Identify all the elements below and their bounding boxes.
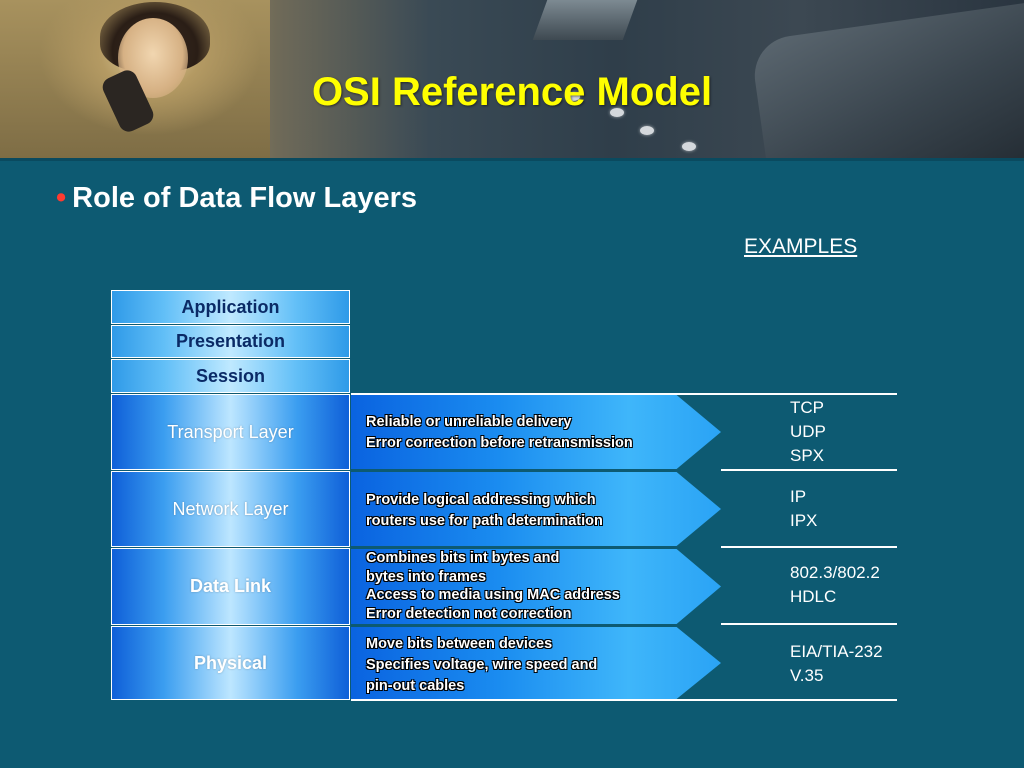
data-link-examples: 802.3/802.2 HDLC <box>790 561 880 609</box>
layer-presentation: Presentation <box>111 325 350 358</box>
description-line: pin-out cables <box>366 678 465 694</box>
description-line: Move bits between devices <box>366 636 553 652</box>
header-banner <box>0 0 1024 158</box>
separator-line <box>351 699 897 701</box>
layer-label: Presentation <box>175 331 286 351</box>
description-line: Error correction before retransmission <box>366 435 633 451</box>
physical-description: Move bits between devices Specifies volt… <box>366 634 706 697</box>
layer-label: Transport Layer <box>167 421 294 442</box>
keypad-dot-icon <box>566 92 580 101</box>
layer-application: Application <box>111 290 350 324</box>
physical-examples: EIA/TIA-232 V.35 <box>790 640 883 688</box>
data-link-arrow <box>351 549 721 624</box>
keypad-dot-icon <box>640 126 654 135</box>
layer-label: Session <box>195 365 266 386</box>
example-item: IPX <box>790 511 818 530</box>
description-line: Reliable or unreliable delivery <box>366 414 572 430</box>
layer-data-link: Data Link <box>111 548 350 625</box>
separator-line <box>351 393 897 395</box>
keypad-dot-icon <box>610 108 624 117</box>
example-item: UDP <box>790 422 826 441</box>
description-line: bytes into frames <box>366 568 487 585</box>
bullet-marker-icon: • <box>56 182 67 214</box>
data-link-description: Combines bits int bytes and bytes into f… <box>366 549 706 623</box>
separator-line <box>721 623 897 625</box>
separator-line <box>721 546 897 548</box>
layer-network: Network Layer <box>111 471 350 547</box>
bullet-text: Role of Data Flow Layers <box>72 182 418 214</box>
example-item: TCP <box>790 398 824 417</box>
example-item: 802.3/802.2 <box>790 563 880 582</box>
network-examples: IP IPX <box>790 485 817 533</box>
example-item: IP <box>790 487 807 506</box>
description-line: Specifies voltage, wire speed and <box>366 657 598 673</box>
example-item: V.35 <box>790 666 824 685</box>
transport-examples: TCP UDP SPX <box>790 396 826 468</box>
description-line: Access to media using MAC address <box>366 587 620 603</box>
description-line: Combines bits int bytes and <box>366 550 560 566</box>
layer-session: Session <box>111 359 350 393</box>
phone-antenna-shape <box>532 0 638 40</box>
transport-arrow <box>351 395 721 469</box>
layer-transport: Transport Layer <box>111 394 350 470</box>
slide-title: OSI Reference Model <box>311 70 713 114</box>
bullet-point: •Role of Data Flow Layers <box>56 182 417 215</box>
layer-label: Physical <box>193 652 268 673</box>
banner-divider <box>0 158 1024 161</box>
description-line: Provide logical addressing which <box>366 492 596 508</box>
example-item: SPX <box>790 446 825 465</box>
layer-physical: Physical <box>111 626 350 700</box>
layer-label: Data Link <box>189 576 272 596</box>
layer-label: Application <box>181 296 280 317</box>
physical-arrow <box>351 627 721 699</box>
keypad-dot-icon <box>682 142 696 151</box>
examples-heading: EXAMPLES <box>744 235 858 258</box>
example-item: HDLC <box>790 587 837 606</box>
layer-label: Network Layer <box>172 498 289 519</box>
separator-line <box>721 469 897 471</box>
network-description: Provide logical addressing which routers… <box>366 490 706 532</box>
network-arrow <box>351 472 721 546</box>
description-line: Error detection not correction <box>366 605 572 622</box>
transport-description: Reliable or unreliable delivery Error co… <box>366 412 706 454</box>
example-item: EIA/TIA-232 <box>790 642 883 661</box>
description-line: routers use for path determination <box>366 513 603 529</box>
